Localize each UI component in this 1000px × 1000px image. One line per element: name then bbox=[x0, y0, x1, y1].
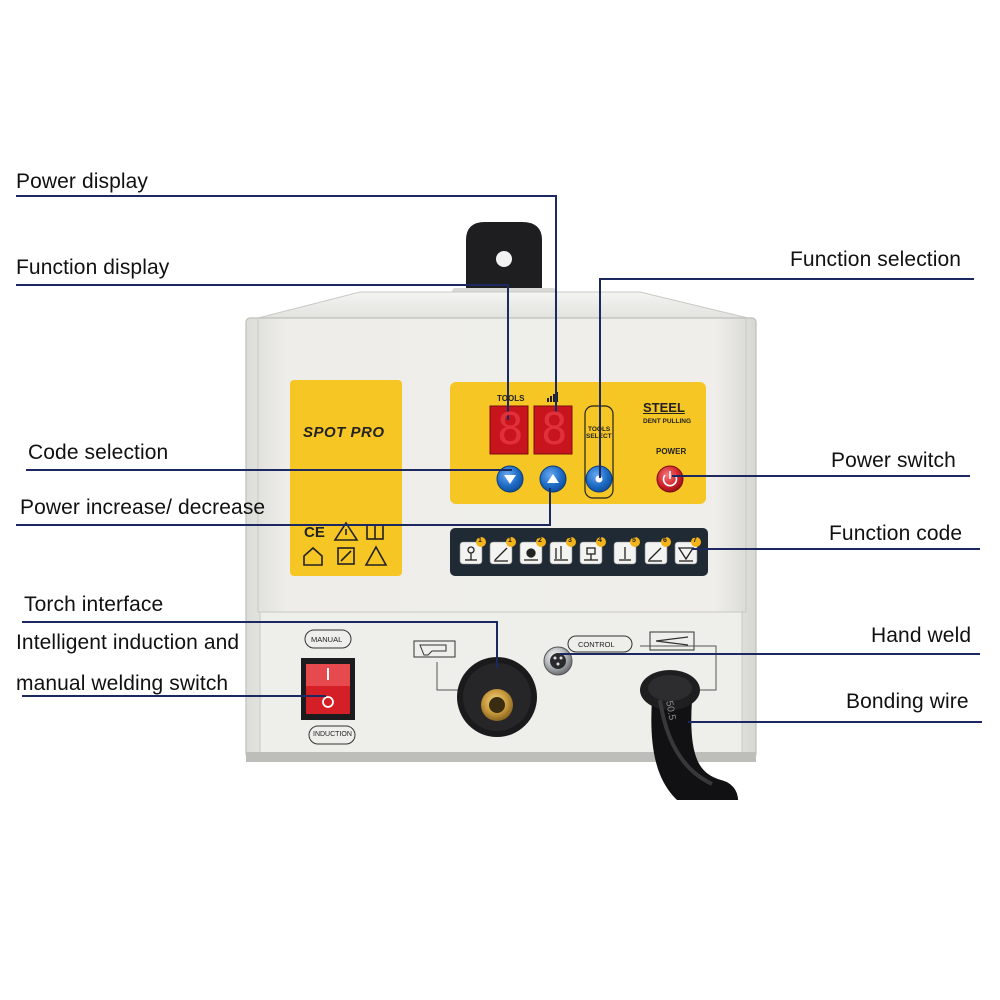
function-code-2: 1 bbox=[508, 537, 512, 544]
hand-weld-symbol bbox=[640, 631, 717, 691]
callout-induction-switch-line1: Intelligent induction and bbox=[16, 631, 240, 654]
mode-switch[interactable] bbox=[301, 658, 355, 720]
power-adjust-button[interactable] bbox=[539, 465, 567, 493]
callout-power-increase-decrease: Power increase/ decrease bbox=[20, 496, 266, 519]
safety-icons: CE bbox=[303, 521, 388, 566]
induction-label: INDUCTION bbox=[313, 731, 352, 738]
callout-function-selection: Function selection bbox=[790, 248, 962, 271]
callout-torch-interface: Torch interface bbox=[24, 593, 164, 616]
function-display-digit: 8 bbox=[497, 404, 524, 455]
dent-pulling-label: DENT PULLING bbox=[643, 418, 692, 425]
callout-power-display: Power display bbox=[16, 170, 149, 193]
function-code-strip bbox=[450, 528, 708, 576]
brand-label: SPOT PRO bbox=[303, 424, 385, 441]
callout-code-selection: Code selection bbox=[28, 441, 169, 464]
function-code-8: 7 bbox=[693, 537, 697, 544]
power-label: POWER bbox=[656, 447, 687, 456]
function-code-7: 6 bbox=[663, 537, 667, 544]
power-switch-button[interactable] bbox=[656, 465, 684, 493]
code-selection-button[interactable] bbox=[496, 465, 524, 493]
callout-function-code: Function code bbox=[829, 522, 963, 545]
function-code-4: 3 bbox=[568, 537, 572, 544]
power-display bbox=[533, 392, 573, 455]
callout-power-switch: Power switch bbox=[831, 449, 956, 472]
manual-label: MANUAL bbox=[311, 635, 343, 644]
tools-select-label-bottom: SELECT bbox=[586, 433, 612, 440]
function-code-6: 5 bbox=[632, 537, 636, 544]
svg-text:CE: CE bbox=[304, 524, 325, 541]
torch-socket[interactable] bbox=[413, 640, 537, 737]
control-label: CONTROL bbox=[578, 640, 615, 649]
carry-handle bbox=[452, 222, 556, 302]
function-code-5: 4 bbox=[598, 537, 602, 544]
function-code-3: 2 bbox=[538, 537, 542, 544]
callout-hand-weld: Hand weld bbox=[871, 624, 972, 647]
steel-label: STEEL bbox=[643, 400, 685, 415]
brand-sticker bbox=[290, 380, 402, 576]
leader-lines bbox=[16, 195, 982, 723]
callout-function-display: Function display bbox=[16, 256, 170, 279]
callout-induction-switch-line2: manual welding switch bbox=[16, 672, 229, 695]
tools-label: TOOLS bbox=[497, 394, 525, 403]
tools-select-label-top: TOOLS bbox=[588, 426, 611, 433]
callout-bonding-wire: Bonding wire bbox=[846, 690, 969, 713]
power-display-digit: 8 bbox=[541, 404, 568, 455]
function-code-1: 1 bbox=[478, 537, 482, 544]
